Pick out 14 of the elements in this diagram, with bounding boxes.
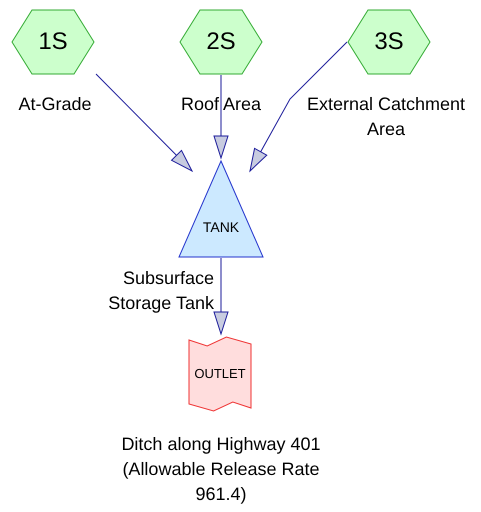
- arrow: [214, 74, 228, 158]
- node-label: 2S: [206, 27, 236, 57]
- node-label: OUTLET: [194, 365, 246, 384]
- arrow: [250, 42, 348, 172]
- node-caption: Ditch along Highway 401 (Allowable Release Rate 961.4): [120, 433, 322, 506]
- node-label: TANK: [202, 218, 240, 236]
- node-caption: At-Grade: [17, 93, 93, 116]
- arrow: [214, 258, 228, 334]
- node-label: 3S: [374, 27, 404, 57]
- node-caption: Roof Area: [180, 93, 262, 116]
- node-label: 1S: [38, 27, 68, 57]
- arrow: [96, 74, 192, 172]
- node-caption: Subsurface Storage Tank: [107, 267, 214, 315]
- node-caption: External Catchment Area: [306, 93, 466, 141]
